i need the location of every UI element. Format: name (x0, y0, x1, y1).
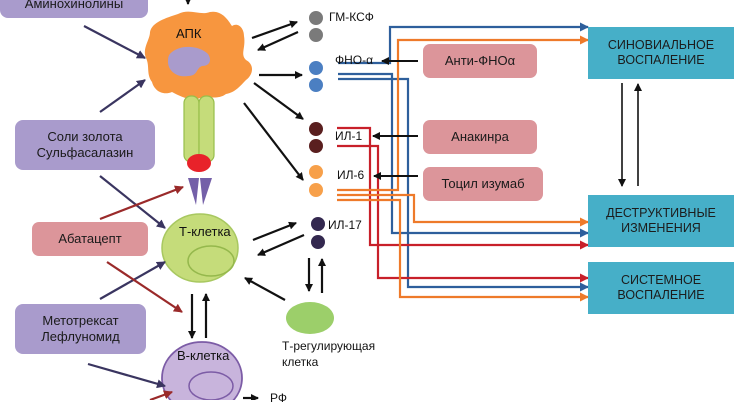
b-cell-nucleus (188, 371, 234, 400)
abatacept-arrows (99, 185, 184, 400)
tnf-to-destructive-line (338, 72, 589, 238)
gm-csf-dot-2 (309, 28, 323, 42)
methotrexate-box: Метотрексат Лефлуномид (15, 304, 146, 354)
il17-dot-1 (311, 217, 325, 231)
apc-to-il1-arrow (253, 82, 304, 120)
tnf-pathway-lines (338, 22, 589, 292)
abatacept-to-b-cell-arrow (106, 261, 183, 313)
t-cell-label: Т-клетка (179, 224, 231, 239)
il6-dot-1 (309, 165, 323, 179)
abatacept-label: Абатацепт (58, 231, 122, 246)
t-reg-to-t-cell-arrow (244, 277, 286, 301)
b-cell-label: В-клетка (177, 348, 230, 363)
gm-csf-to-apc-arrow (257, 30, 299, 52)
il1-label: ИЛ-1 (335, 129, 363, 143)
anakinra-label: Анакинра (451, 129, 509, 144)
tocilizumab-box: Тоцил изумаб (423, 167, 543, 201)
antigen (187, 154, 211, 172)
gold-salts-label: Соли золота Сульфасалазин (36, 129, 134, 160)
methotrexate-label: Метотрексат Лефлуномид (41, 313, 120, 344)
mhc-receptor-right (198, 95, 215, 163)
synovial-inflammation-box: СИНОВИАЛЬНОЕ ВОСПАЛЕНИЕ (588, 27, 734, 79)
b-cell-body (161, 341, 243, 400)
tcr-receptor (188, 178, 212, 205)
gm-csf-label: ГМ-КСФ (329, 10, 374, 24)
il1-dot-2 (309, 139, 323, 153)
systemic-inflammation-label: СИСТЕМНОЕ ВОСПАЛЕНИЕ (617, 273, 705, 302)
destructive-changes-box: ДЕСТРУКТИВНЫЕ ИЗМЕНЕНИЯ (588, 195, 734, 247)
apc-nucleus (168, 46, 210, 77)
cell-interaction-arrows (184, 0, 326, 400)
anakinra-box: Анакинра (423, 120, 537, 154)
il6-pathway-lines (337, 35, 589, 302)
bottom-maroon-arrow (149, 390, 173, 400)
t-cell-nucleus (187, 245, 235, 277)
il6-to-synovial-line (337, 35, 589, 192)
abatacept-to-tcr-arrow (99, 185, 184, 221)
methotrexate-to-b-cell-arrow (87, 362, 166, 389)
t-cell-to-il17-arrow (252, 221, 297, 242)
il6-dot-2 (309, 183, 323, 197)
il6-label: ИЛ-6 (337, 168, 365, 182)
t-reg-cell (286, 302, 334, 334)
il1-to-destructive-line (337, 126, 589, 250)
methotrexate-to-t-cell-arrow (99, 261, 166, 300)
il17-dot-2 (311, 235, 325, 249)
t-reg-label: Т-регулирующая клетка (282, 339, 376, 369)
tocilizumab-label: Тоцил изумаб (441, 176, 525, 191)
il17-label: ИЛ-17 (328, 218, 362, 232)
il17-to-t-cell-arrow (257, 233, 305, 257)
il6-to-systemic-line (337, 198, 589, 302)
apc-to-gm-csf-arrow (251, 20, 298, 40)
aminoquinolines-box: Аминохинолины (0, 0, 148, 18)
il1-to-systemic-line (337, 144, 589, 283)
il1-pathway-lines (337, 126, 589, 283)
gold-salts-to-t-cell-arrow (99, 175, 166, 229)
apc-label: АПК (176, 26, 202, 41)
tnf-dot-2 (309, 78, 323, 92)
gold-salts-to-apc-arrow (99, 79, 146, 113)
gold-salts-box: Соли золота Сульфасалазин (15, 120, 155, 170)
aminoquinolines-to-apc-arrow (83, 25, 146, 59)
tnf-alpha-label: ФНО-α (335, 53, 374, 67)
il1-dot-1 (309, 122, 323, 136)
destructive-changes-label: ДЕСТРУКТИВНЫЕ ИЗМЕНЕНИЯ (606, 206, 716, 235)
tnf-to-systemic-line (338, 77, 589, 292)
tnf-to-synovial-line (338, 22, 589, 65)
drug-action-arrows (83, 25, 166, 389)
anti-tnf-label: Анти-ФНОα (444, 53, 516, 68)
rf-label: РФ (270, 391, 287, 405)
apc-to-il6-arrow (243, 102, 304, 181)
synovial-inflammation-label: СИНОВИАЛЬНОЕ ВОСПАЛЕНИЕ (607, 38, 715, 67)
anti-tnf-box: Анти-ФНОα (423, 44, 537, 78)
tnf-dot-1 (309, 61, 323, 75)
il6-to-destructive-line (337, 193, 589, 227)
gm-csf-dot-1 (309, 11, 323, 25)
aminoquinolines-label: Аминохинолины (24, 0, 124, 11)
abatacept-box: Абатацепт (32, 222, 148, 256)
systemic-inflammation-box: СИСТЕМНОЕ ВОСПАЛЕНИЕ (588, 262, 734, 314)
mhc-receptor-left (183, 95, 200, 163)
